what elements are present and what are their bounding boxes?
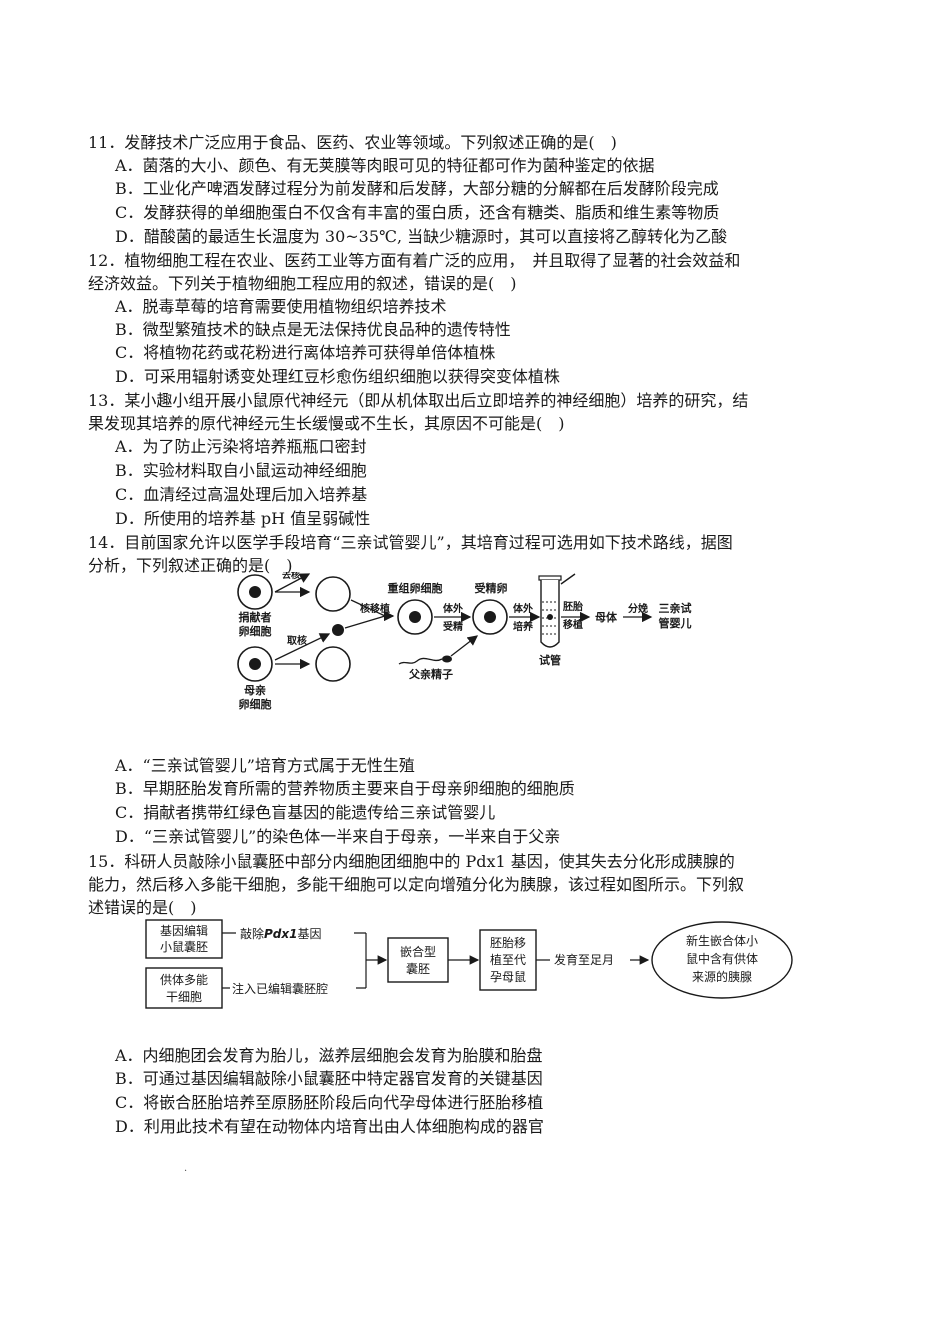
q14-stem-line1: 14．目前国家允许以医学手段培育“三亲试管婴儿”，其培育过程可选用如下技术路线，… (88, 533, 733, 552)
ellipse-line1: 新生嵌合体小 (686, 933, 758, 948)
q15-option-b: B．可通过基因编辑敲除小鼠囊胚中特定器官发育的关键基因 (115, 1069, 543, 1088)
baby-label-2: 管婴儿 (659, 616, 692, 630)
enucleated-egg (315, 576, 351, 612)
q15-option-c: C．将嵌合胚胎培养至原肠胚阶段后向代孕母体进行胚胎移植 (115, 1093, 544, 1112)
q14-option-c: C．捐献者携带红绿色盲基因的能遗传给三亲试管婴儿 (115, 803, 496, 822)
culture-label-1: 体外 (513, 602, 533, 615)
q11-option-b: B．工业化产啤酒发酵过程分为前发酵和后发酵，大部分糖的分解都在后发酵阶段完成 (115, 179, 719, 198)
box3-line2: 囊胚 (406, 961, 430, 976)
zygote-label: 受精卵 (475, 581, 508, 595)
extracted-nucleus (332, 624, 344, 636)
culture-label-2: 培养 (513, 620, 534, 633)
embryo-transfer-label-1: 胚胎 (563, 600, 583, 613)
mother-label-2: 卵细胞 (239, 697, 272, 711)
mother-body-label: 母体 (595, 610, 618, 624)
q15-stem-line2: 能力，然后移入多能干细胞，多能干细胞可以定向增殖分化为胰腺，该过程如图所示。下列… (88, 875, 745, 894)
donor-label-2: 卵细胞 (239, 624, 272, 638)
q15-diagram: 基因编辑 小鼠囊胚 敲除Pdx1基因 供体多能 干细胞 注入已编辑囊胚腔 嵌合型… (145, 919, 793, 1009)
q14-stem-line2: 分析，下列叙述正确的是( ) (88, 556, 293, 575)
q12-option-c: C．将植物花药或花粉进行离体培养可获得单倍体植株 (115, 343, 496, 362)
test-tube-label: 试管 (539, 653, 561, 667)
develop-label: 发育至足月 (554, 952, 614, 967)
q14-diagram: 捐献者 卵细胞 去核 母亲 卵细胞 取核 核移植 重组卵细胞 体外 受精 受精卵… (237, 572, 692, 711)
box4-line1: 胚胎移 (490, 936, 526, 950)
box4-line3: 孕母鼠 (490, 970, 526, 984)
donor-egg-cell (237, 574, 273, 610)
mother-label-1: 母亲 (244, 683, 266, 697)
recombined-egg-label: 重组卵细胞 (388, 581, 443, 595)
q12-stem-line1: 12．植物细胞工程在农业、医药工业等方面有着广泛的应用， 并且取得了显著的社会效… (88, 251, 741, 270)
knockout-label: 敲除Pdx1基因 (240, 926, 322, 941)
q13-option-c: C．血清经过高温处理后加入培养基 (115, 485, 368, 504)
q13-option-b: B．实验材料取自小鼠运动神经细胞 (115, 461, 367, 480)
box1-line2: 小鼠囊胚 (160, 939, 208, 954)
q14-option-d: D．“三亲试管婴儿”的染色体一半来自于母亲，一半来自于父亲 (115, 827, 561, 846)
edited-blastocyst-box (145, 919, 223, 959)
mother-enucleated-egg (315, 646, 351, 682)
recombined-egg-cell (397, 599, 433, 635)
box2-line1: 供体多能 (160, 973, 208, 987)
donor-label-1: 捐献者 (239, 610, 272, 624)
box1-line1: 基因编辑 (160, 923, 208, 938)
q13-option-a: A．为了防止污染将培养瓶瓶口密封 (115, 437, 367, 456)
mother-egg-cell (237, 646, 273, 682)
q12-option-b: B．微型繁殖技术的缺点是无法保持优良品种的遗传特性 (115, 320, 511, 339)
q14-option-b: B．早期胚胎发育所需的营养物质主要来自于母亲卵细胞的细胞质 (115, 779, 575, 798)
q13-option-d: D．所使用的培养基 pH 值呈弱碱性 (115, 509, 371, 528)
q15-option-d: D．利用此技术有望在动物体内培育出由人体细胞构成的器官 (115, 1117, 544, 1136)
chimeric-blastocyst-box (387, 937, 449, 983)
q11-option-c: C．发酵获得的单细胞蛋白不仅含有丰富的蛋白质，还含有糖类、脂质和维生素等物质 (115, 203, 720, 222)
q11-stem: 11．发酵技术广泛应用于食品、医药、农业等领域。下列叙述正确的是( ) (88, 133, 617, 152)
zygote-cell (472, 599, 508, 635)
sperm-icon (398, 635, 479, 665)
box2-line2: 干细胞 (166, 990, 202, 1004)
denucleate-label: 去核 (282, 572, 300, 581)
inject-label: 注入已编辑囊胚腔 (232, 981, 328, 996)
q15-option-a: A．内细胞团会发育为胎儿，滋养层细胞会发育为胎膜和胎盘 (115, 1046, 543, 1065)
q15-stem-line3: 述错误的是( ) (88, 898, 197, 917)
q13-stem-line1: 13．某小趣小组开展小鼠原代神经元（即从机体取出后立即培养的神经细胞）培养的研究… (88, 391, 749, 410)
take-nucleus-label: 取核 (287, 634, 307, 647)
nuclear-transfer-label: 核移植 (360, 602, 390, 615)
ivf-label-1: 体外 (443, 602, 463, 615)
box4-line2: 植至代 (490, 952, 526, 967)
ellipse-line2: 鼠中含有供体 (686, 951, 758, 966)
q12-option-a: A．脱毒草莓的培育需要使用植物组织培养技术 (115, 297, 447, 316)
ellipse-line3: 来源的胰腺 (692, 969, 752, 984)
delivery-label: 分娩 (628, 602, 648, 615)
q11-option-d: D．醋酸菌的最适生长温度为 30~35℃, 当缺少糖源时，其可以直接将乙醇转化为… (115, 227, 728, 246)
baby-label-1: 三亲试 (659, 601, 692, 615)
embryo-transfer-label-2: 移植 (563, 618, 583, 631)
result-ellipse (651, 921, 793, 999)
test-tube-icon (538, 573, 576, 648)
father-sperm-label: 父亲精子 (408, 667, 453, 681)
q13-stem-line2: 果发现其培养的原代神经元生长缓慢或不生长，其原因不可能是( ) (88, 414, 565, 433)
q14-option-a: A．“三亲试管婴儿”培育方式属于无性生殖 (115, 756, 415, 775)
q15-stem-line1: 15．科研人员敲除小鼠囊胚中部分内细胞团细胞中的 Pdx1 基因，使其失去分化形… (88, 852, 735, 871)
q12-stem-line2: 经济效益。下列关于植物细胞工程应用的叙述，错误的是( ) (88, 274, 517, 293)
box3-line1: 嵌合型 (400, 944, 436, 959)
q11-option-a: A．菌落的大小、颜色、有无荚膜等肉眼可见的特征都可作为菌种鉴定的依据 (115, 156, 655, 175)
stray-mark: · (184, 1166, 188, 1177)
ivf-label-2: 受精 (443, 620, 463, 633)
q12-option-d: D．可采用辐射诱变处理红豆杉愈伤组织细胞以获得突变体植株 (115, 367, 560, 386)
